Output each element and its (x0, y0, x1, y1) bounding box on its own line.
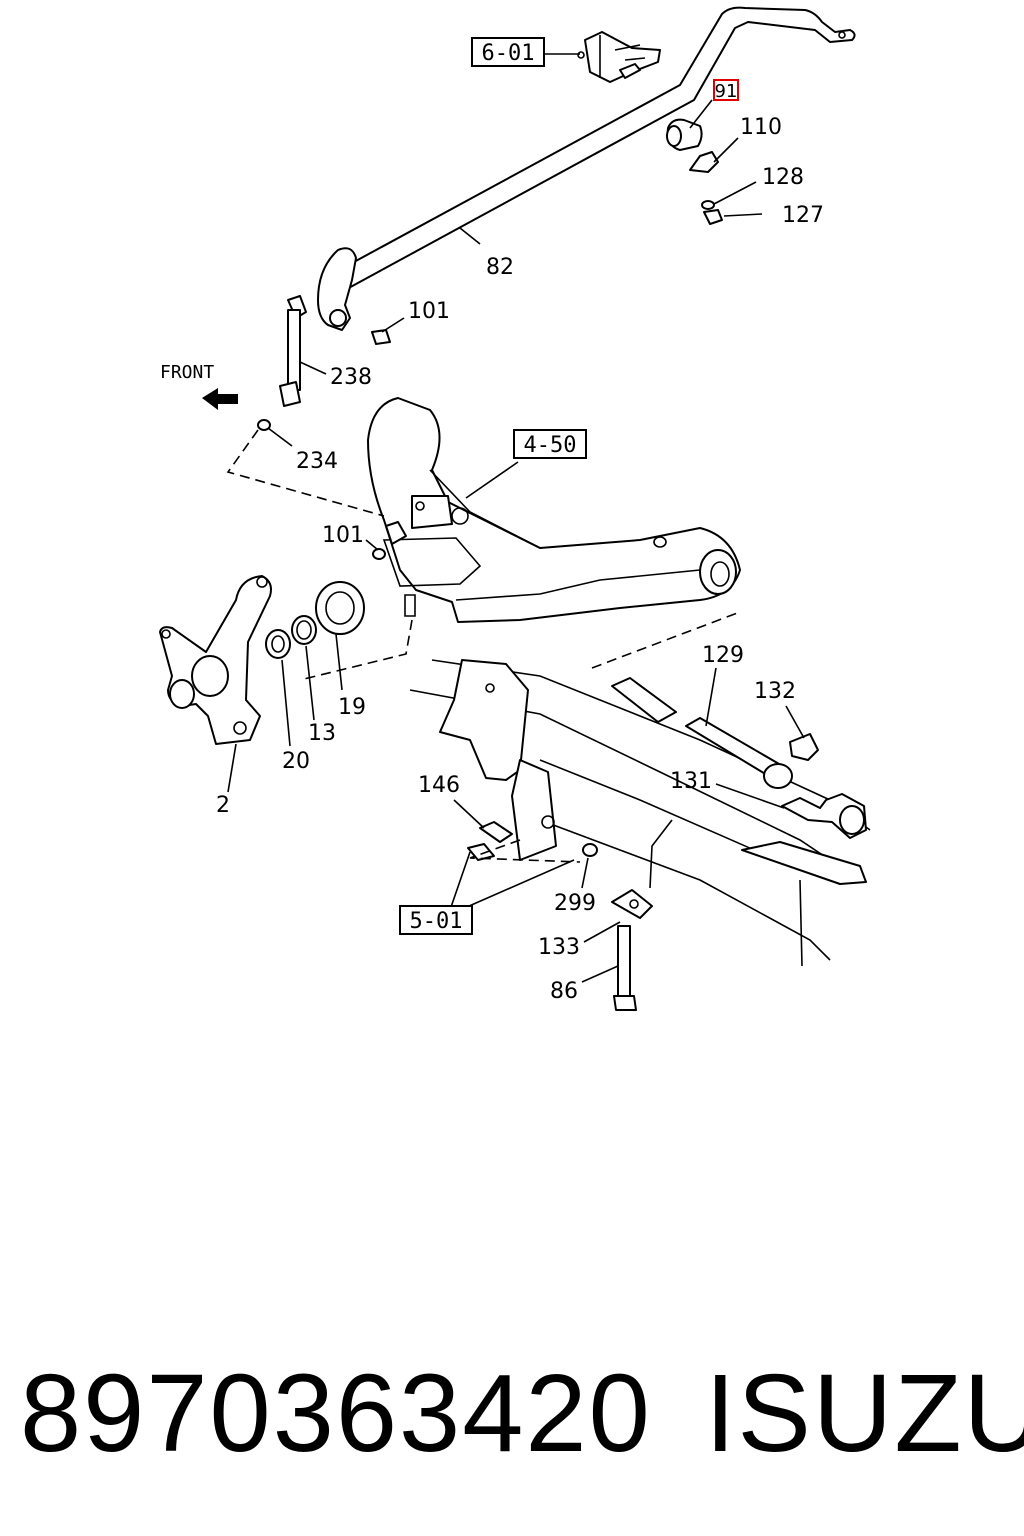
crossmember (367, 397, 741, 623)
front-label: FRONT (160, 362, 214, 383)
callout-110: 110 (740, 115, 782, 140)
svg-text:4-50: 4-50 (524, 433, 577, 458)
steering-knuckle (159, 575, 272, 745)
callout-234: 234 (296, 449, 338, 474)
callout-82: 82 (486, 255, 514, 280)
brand-name: ISUZU (705, 1352, 1024, 1475)
misc-parts (467, 733, 867, 1011)
callout-13: 13 (308, 721, 336, 746)
box-ref-5-01: 5-01 (399, 905, 473, 935)
callout-86: 86 (550, 979, 578, 1004)
callout-133: 133 (538, 935, 580, 960)
part-number: 8970363420 (20, 1352, 652, 1475)
callout-101-top: 101 (408, 299, 450, 324)
stabilizer-bar (317, 6, 856, 331)
callout-labels: 110 128 127 82 101 238 234 101 129 132 1… (216, 115, 824, 1004)
callout-129: 129 (702, 643, 744, 668)
wheel-bearings (265, 581, 365, 659)
callout-91-highlighted: 91 (713, 79, 739, 102)
svg-text:5-01: 5-01 (410, 909, 463, 934)
box-ref-4-50: 4-50 (513, 429, 587, 459)
leader-lines (227, 53, 805, 983)
callout-101-mid: 101 (322, 523, 364, 548)
svg-text:91: 91 (715, 81, 738, 102)
callout-20: 20 (282, 749, 310, 774)
callout-146: 146 (418, 773, 460, 798)
bushing-assembly (666, 118, 723, 225)
bracket-6-01 (577, 31, 661, 83)
box-ref-6-01: 6-01 (471, 37, 545, 67)
callout-238: 238 (330, 365, 372, 390)
stabilizer-link (257, 295, 391, 431)
callout-128: 128 (762, 165, 804, 190)
torsion-bar (611, 677, 793, 789)
callout-131: 131 (670, 769, 712, 794)
callout-19: 19 (338, 695, 366, 720)
callout-299: 299 (554, 891, 596, 916)
reference-lines (226, 429, 741, 863)
callout-2: 2 (216, 793, 230, 818)
callout-132: 132 (754, 679, 796, 704)
svg-text:6-01: 6-01 (482, 41, 535, 66)
front-arrow-icon (202, 388, 238, 410)
callout-127: 127 (782, 203, 824, 228)
